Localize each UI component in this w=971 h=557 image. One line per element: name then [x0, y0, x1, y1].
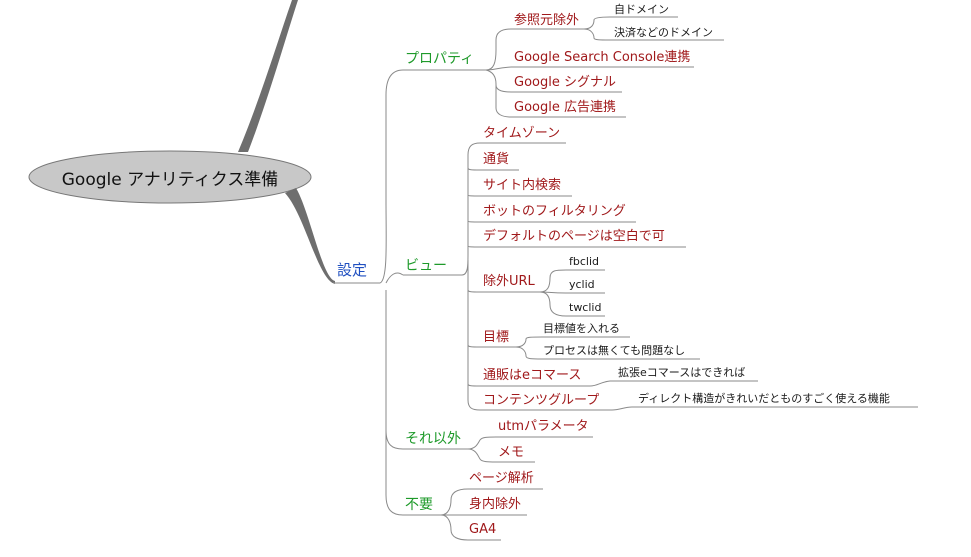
exclude-url-node[interactable]: 除外URL: [483, 274, 535, 289]
root-node-shape: [28, 150, 312, 204]
fbclid-node[interactable]: fbclid: [569, 255, 599, 268]
enhanced-ecommerce-node[interactable]: 拡張eコマースはできれば: [618, 366, 746, 379]
root-node[interactable]: Google アナリティクス準備: [61, 169, 279, 190]
goal-process-node[interactable]: プロセスは無くても問題なし: [543, 344, 686, 357]
yclid-node[interactable]: yclid: [569, 278, 595, 291]
goal-value-node[interactable]: 目標値を入れる: [543, 322, 620, 335]
google-ads-node[interactable]: Google 広告連携: [514, 100, 616, 115]
utm-parameter-node[interactable]: utmパラメータ: [498, 419, 589, 434]
goal-node[interactable]: 目標: [483, 330, 510, 345]
unneeded-node[interactable]: 不要: [405, 497, 433, 513]
search-console-node[interactable]: Google Search Console連携: [514, 50, 691, 65]
site-search-node[interactable]: サイト内検索: [483, 178, 562, 193]
default-page-node[interactable]: デフォルトのページは空白で可: [483, 229, 665, 244]
other-node[interactable]: それ以外: [405, 431, 461, 447]
settings-node[interactable]: 設定: [337, 261, 368, 279]
payment-domain-node[interactable]: 決済などのドメイン: [614, 26, 713, 39]
bot-filtering-node[interactable]: ボットのフィルタリング: [483, 204, 626, 219]
root-upper-branch: [238, 0, 298, 152]
directory-structure-node[interactable]: ディレクト構造がきれいだとものすごく使える機能: [638, 392, 890, 405]
twclid-node[interactable]: twclid: [569, 301, 602, 314]
settings-spine: [379, 69, 404, 284]
currency-node[interactable]: 通貨: [483, 152, 510, 167]
memo-node[interactable]: メモ: [498, 445, 525, 460]
root-to-settings-branch: [285, 188, 335, 284]
page-analytics-node[interactable]: ページ解析: [469, 471, 534, 486]
ecommerce-node[interactable]: 通販はeコマース: [483, 368, 582, 383]
ga4-node[interactable]: GA4: [469, 522, 497, 537]
own-domain-node[interactable]: 自ドメイン: [614, 3, 669, 16]
google-signals-node[interactable]: Google シグナル: [514, 75, 616, 90]
internal-exclusion-node[interactable]: 身内除外: [469, 497, 522, 512]
referral-exclusion-node[interactable]: 参照元除外: [514, 13, 580, 28]
timezone-node[interactable]: タイムゾーン: [483, 126, 561, 141]
property-node[interactable]: プロパティ: [405, 51, 475, 67]
content-group-node[interactable]: コンテンツグループ: [483, 393, 600, 408]
view-node[interactable]: ビュー: [405, 258, 447, 274]
